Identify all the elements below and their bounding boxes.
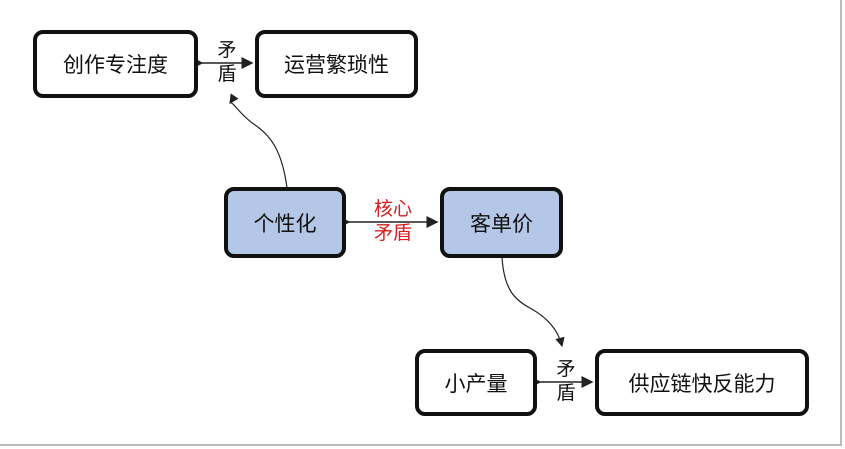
label-char: 盾	[556, 382, 576, 404]
node-unit-price: 客单价	[440, 187, 563, 258]
node-personalization: 个性化	[224, 187, 346, 258]
curve-personal-to-top	[229, 93, 288, 189]
label-line: 矛盾	[373, 222, 412, 244]
contradiction-label-bottom: 矛盾	[551, 357, 581, 405]
curve-price-to-bottom	[501, 256, 565, 348]
label-char: 矛	[556, 358, 576, 380]
label-char: 盾	[217, 63, 237, 85]
node-small-volume: 小产量	[415, 349, 537, 416]
contradiction-label-top: 矛盾	[212, 38, 242, 86]
core-contradiction-label: 核心矛盾	[368, 197, 418, 245]
label-line: 核心	[373, 198, 412, 220]
label-char: 矛	[217, 39, 237, 61]
node-supply-chain-response: 供应链快反能力	[595, 349, 809, 416]
node-creative-focus: 创作专注度	[33, 30, 198, 98]
node-operation-complexity: 运营繁琐性	[255, 30, 418, 98]
